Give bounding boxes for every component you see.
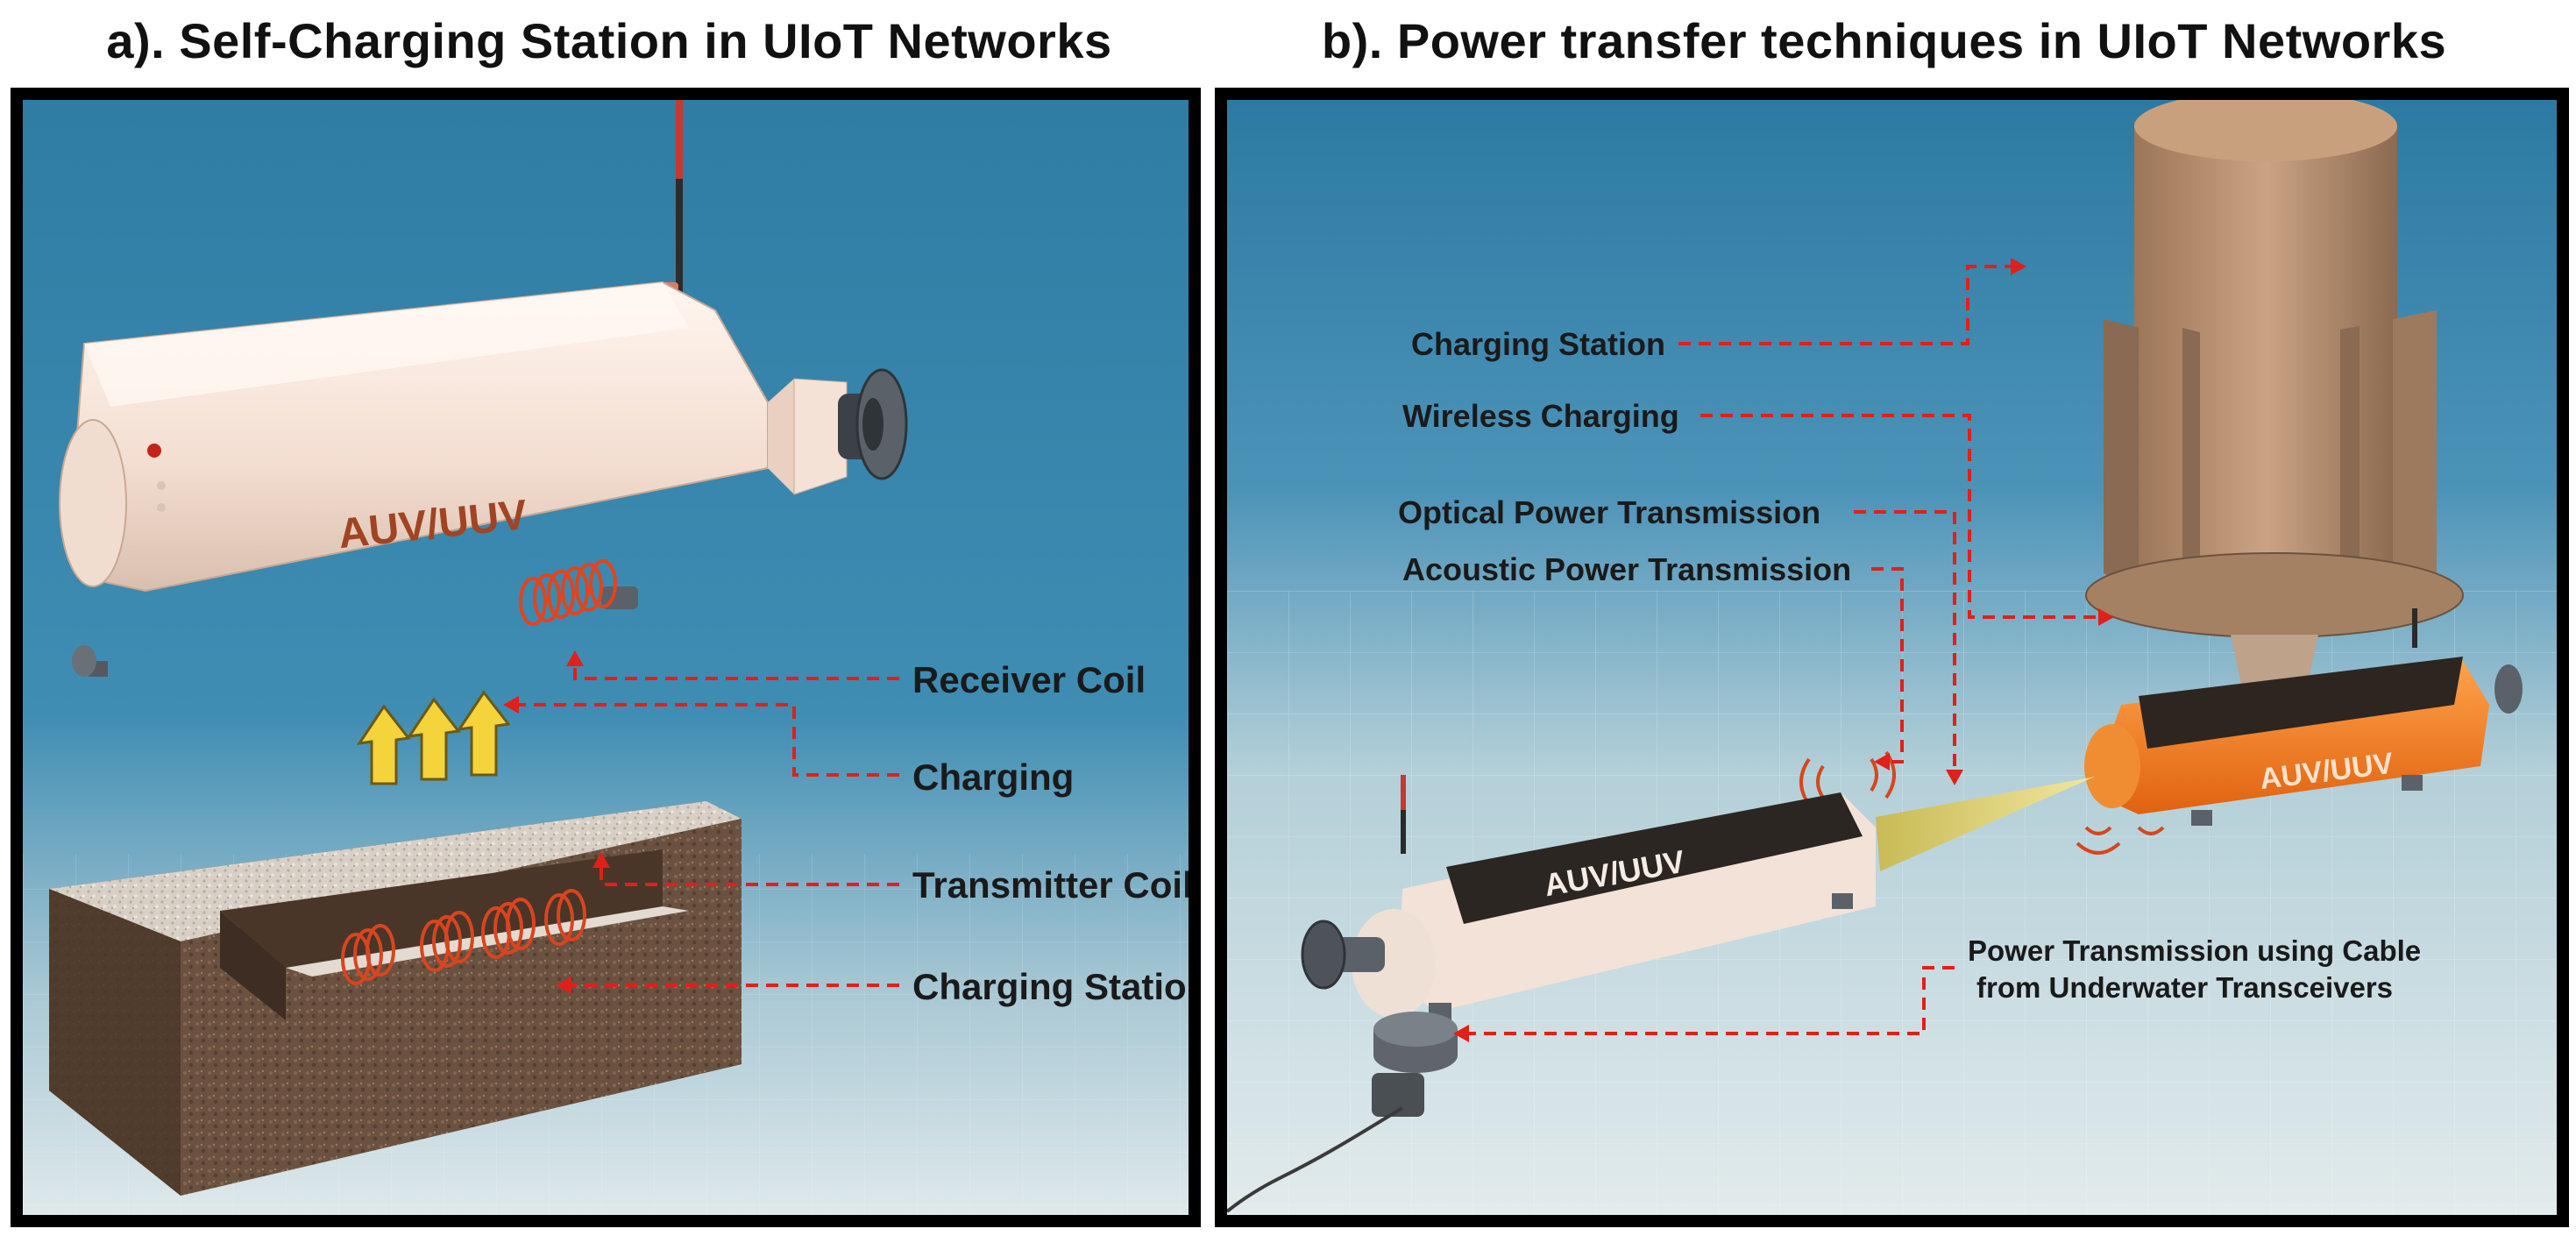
leader-acoustic xyxy=(1871,567,1904,763)
label-acoustic-power-transmission: Acoustic Power Transmission xyxy=(1402,551,1851,587)
auv-antenna xyxy=(676,100,683,302)
leader-lines-a xyxy=(514,661,899,987)
label-charging-station-b: Charging Station xyxy=(1411,326,1665,362)
transmitter-coil-icon xyxy=(341,889,586,985)
label-optical-power-transmission: Optical Power Transmission xyxy=(1398,494,1820,530)
panel-b-power-transfer: AUV/UUV AUV/UUV xyxy=(1215,88,2569,1227)
leader-transmitter-coil xyxy=(600,863,899,886)
charging-station-tower xyxy=(2085,100,2464,721)
label-charging-station-a: Charging Station xyxy=(912,966,1189,1007)
leader-arrowheads-a xyxy=(503,650,610,994)
leader-cable xyxy=(1464,966,1955,1035)
leader-charging-station-b xyxy=(1678,265,2016,345)
leader-lines-b xyxy=(1464,265,2104,1035)
leader-charging xyxy=(514,703,899,777)
auv-vehicle: AUV/UUV xyxy=(59,100,908,677)
power-cable xyxy=(1227,1106,1404,1213)
panel-a-title: a). Self-Charging Station in UIoT Networ… xyxy=(106,13,1112,68)
label-wireless-charging: Wireless Charging xyxy=(1402,398,1679,434)
label-cable-line1: Power Transmission using Cable xyxy=(1968,934,2421,967)
panel-b-illustration: AUV/UUV AUV/UUV xyxy=(1227,100,2557,1215)
underwater-transceiver xyxy=(1227,1012,1458,1213)
label-cable-line2: from Underwater Transceivers xyxy=(1976,971,2393,1004)
charging-arrows-icon xyxy=(356,690,511,785)
leader-optical xyxy=(1854,510,1956,775)
label-receiver-coil: Receiver Coil xyxy=(912,659,1146,700)
panel-a-illustration: AUV/UUV xyxy=(23,100,1189,1215)
label-transmitter-coil: Transmitter Coil xyxy=(912,864,1189,906)
panel-b-title: b). Power transfer techniques in UIoT Ne… xyxy=(1321,13,2447,68)
leader-receiver-coil xyxy=(573,661,899,680)
receiver-coil-icon xyxy=(519,559,617,626)
optical-beam-icon xyxy=(1876,777,2095,871)
label-charging: Charging xyxy=(912,756,1074,798)
leader-arrowheads-b xyxy=(1453,258,2114,1042)
panel-a-self-charging-station: AUV/UUV xyxy=(11,88,1201,1227)
leader-wireless-charging xyxy=(1700,414,2104,619)
